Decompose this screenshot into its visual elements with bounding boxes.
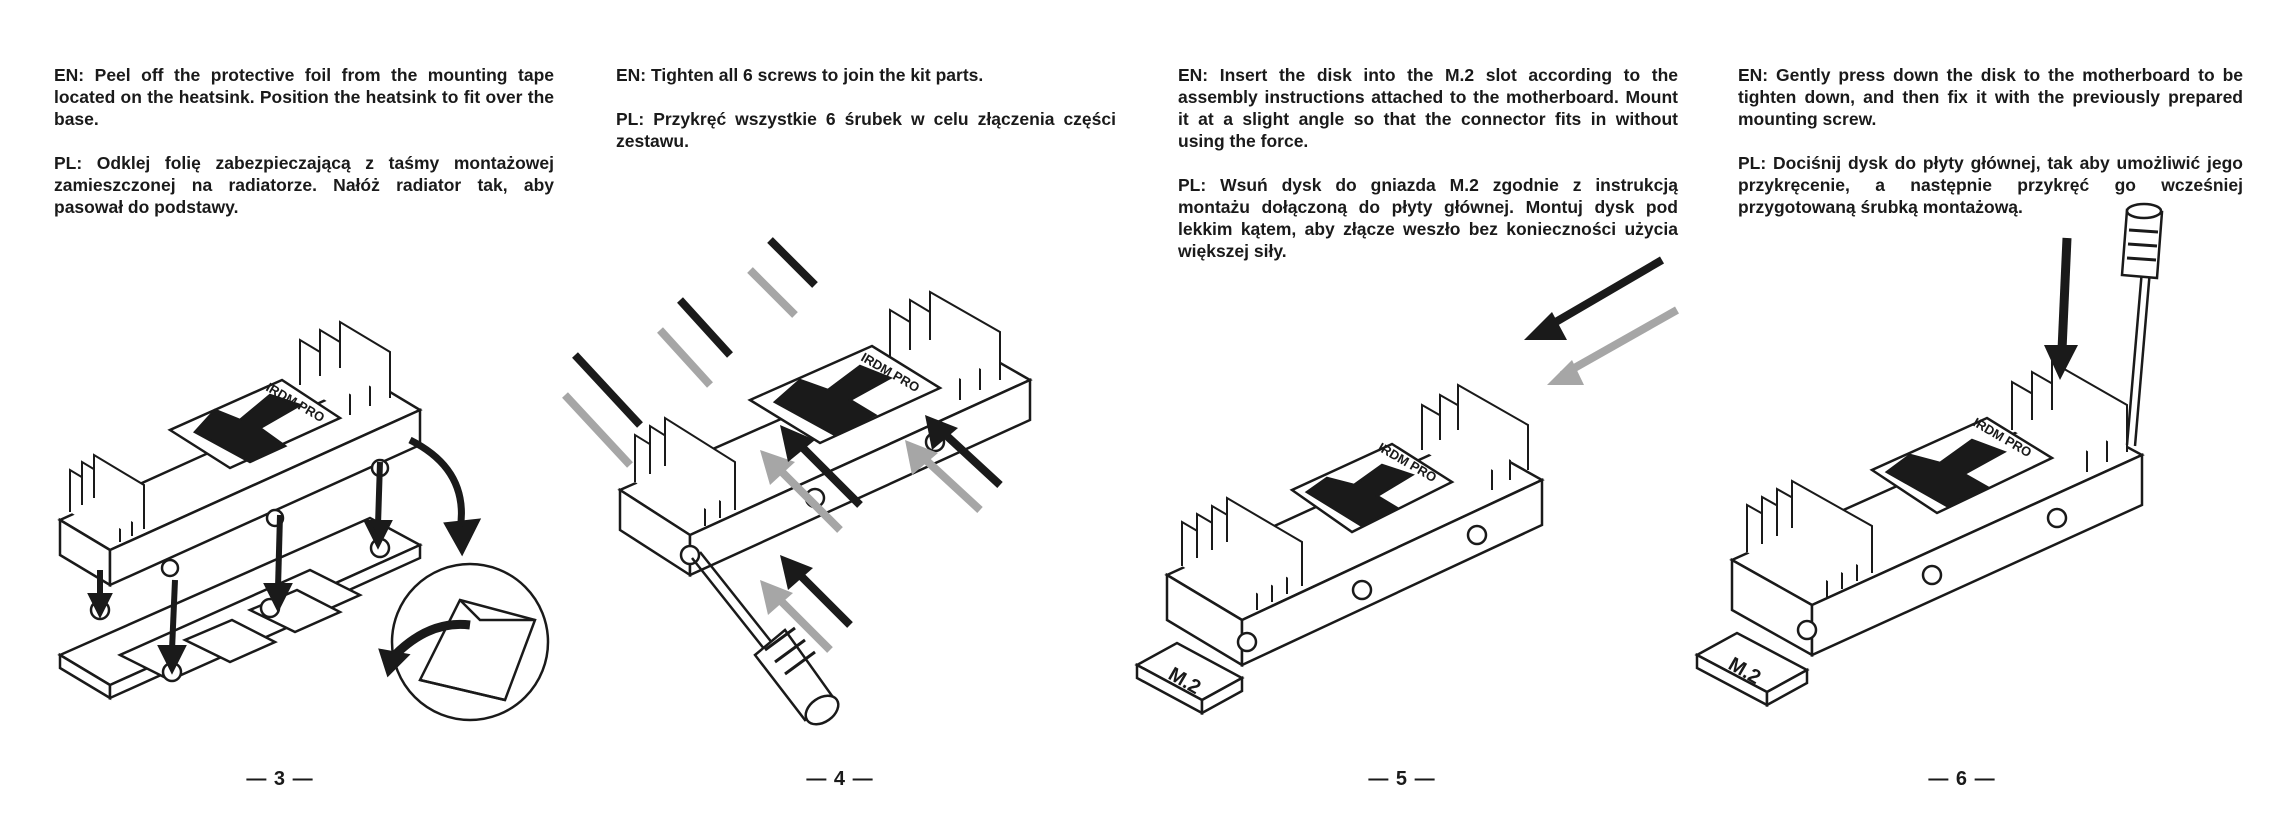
- heatsink-illustration: M.2 IRDM PRO: [1694, 202, 2164, 708]
- page-number: — 5 —: [1368, 768, 1436, 790]
- lang-label-pl: PL:: [54, 153, 83, 173]
- instruction-en-text: Peel off the protective foil from the mo…: [54, 65, 554, 129]
- lang-label-en: EN:: [616, 65, 647, 85]
- heatsink: IRDM PRO: [1164, 383, 1545, 668]
- instruction-en: EN: Gently press down the disk to the mo…: [1738, 64, 2243, 130]
- page-number: — 3 —: [246, 768, 314, 790]
- lang-label-pl: PL:: [616, 109, 645, 129]
- instruction-en: EN: Insert the disk into the M.2 slot ac…: [1178, 64, 1678, 152]
- arrow-icon: [562, 237, 1003, 653]
- page-number: — 4 —: [806, 768, 874, 790]
- arrow-icon: [2044, 237, 2078, 380]
- arrow-icon: [87, 436, 482, 675]
- lang-label-pl: PL:: [1738, 153, 1767, 173]
- instruction-pl-text: Dociśnij dysk do płyty głównej, tak aby …: [1738, 153, 2243, 217]
- instruction-pl-text: Wsuń dysk do gniazda M.2 zgodnie z instr…: [1178, 175, 1678, 261]
- lang-label-en: EN:: [1738, 65, 1769, 85]
- heatsink-illustration: IRDM PRO: [562, 237, 1033, 726]
- heatsink-illustration: IRDM PRO: [57, 320, 550, 722]
- instruction-pl: PL: Przykręć wszystkie 6 śrubek w celu z…: [616, 108, 1116, 152]
- lang-label-en: EN:: [54, 65, 85, 85]
- lang-label-en: EN:: [1178, 65, 1209, 85]
- manual-page-3: EN: Peel off the protective foil from th…: [0, 0, 560, 839]
- instruction-en-text: Gently press down the disk to the mother…: [1738, 65, 2243, 129]
- instruction-en-text: Tighten all 6 screws to join the kit par…: [646, 65, 984, 85]
- heatsink: IRDM PRO: [1729, 360, 2145, 658]
- instruction-text: EN: Insert the disk into the M.2 slot ac…: [1178, 64, 1678, 284]
- lang-label-pl: PL:: [1178, 175, 1207, 195]
- instruction-text: EN: Peel off the protective foil from th…: [54, 64, 554, 240]
- manual-page-4: EN: Tighten all 6 screws to join the kit…: [560, 0, 1120, 839]
- instruction-pl-text: Przykręć wszystkie 6 śrubek w celu złącz…: [616, 109, 1116, 151]
- instruction-text: EN: Tighten all 6 screws to join the kit…: [616, 64, 1116, 174]
- m2-slot: M.2: [1694, 631, 1810, 708]
- heatsink: IRDM PRO: [617, 290, 1033, 578]
- instruction-en: EN: Peel off the protective foil from th…: [54, 64, 554, 130]
- instruction-text: EN: Gently press down the disk to the mo…: [1738, 64, 2243, 240]
- instruction-en-text: Insert the disk into the M.2 slot accord…: [1178, 65, 1678, 151]
- instruction-pl: PL: Wsuń dysk do gniazda M.2 zgodnie z i…: [1178, 174, 1678, 262]
- magnifier-inset: [378, 562, 550, 722]
- arrow-icon: [1524, 256, 1679, 385]
- heatsink: IRDM PRO: [57, 320, 423, 588]
- manual-page-5: EN: Insert the disk into the M.2 slot ac…: [1122, 0, 1682, 839]
- screwdriver-icon: [2120, 202, 2164, 447]
- instruction-pl-text: Odklej folię zabezpieczającą z taśmy mon…: [54, 153, 554, 217]
- m2-slot: M.2: [1134, 641, 1245, 716]
- instruction-pl: PL: Odklej folię zabezpieczającą z taśmy…: [54, 152, 554, 218]
- page-number: — 6 —: [1928, 768, 1996, 790]
- instruction-pl: PL: Dociśnij dysk do płyty głównej, tak …: [1738, 152, 2243, 218]
- manual-page-6: EN: Gently press down the disk to the mo…: [1682, 0, 2243, 839]
- instruction-en: EN: Tighten all 6 screws to join the kit…: [616, 64, 1116, 86]
- screwdriver-icon: [691, 551, 840, 726]
- heatsink-illustration: M.2 IRDM PRO: [1134, 256, 1679, 716]
